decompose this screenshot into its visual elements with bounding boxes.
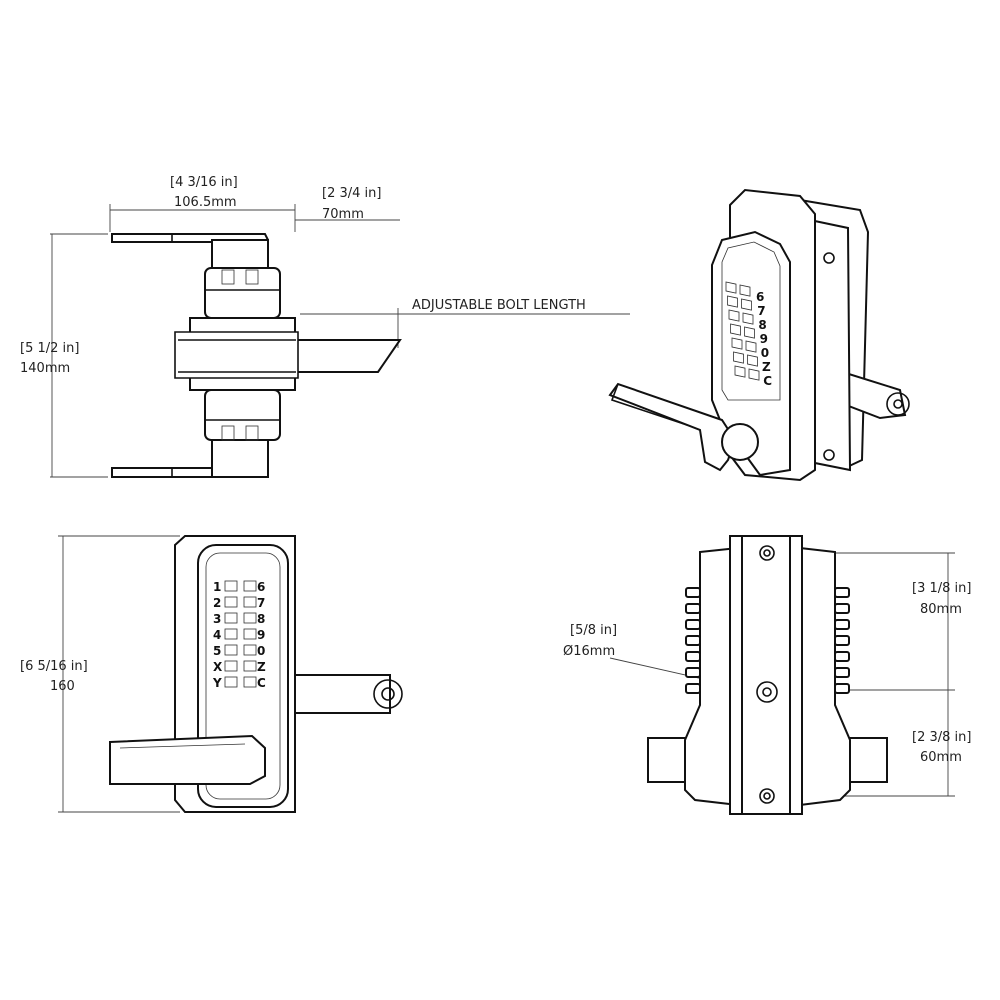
keypad-button (243, 644, 257, 656)
iso-keypad-button (728, 309, 740, 322)
height-top-inch-label: [5 1/2 in] (20, 341, 79, 356)
height-top-mm-label: 140mm (20, 361, 70, 376)
iso-keypad-button (734, 365, 746, 378)
keypad-label-right: 0 (257, 644, 265, 658)
keypad-label-right: C (257, 676, 266, 690)
front-keypad: 1 2 3 4 5XY 6 7 8 9 0ZC (212, 580, 266, 690)
iso-keypad-button (739, 284, 751, 297)
side-key-edge-right (834, 667, 850, 678)
keypad-button (243, 676, 257, 688)
width-inch-label: [4 3/16 in] (170, 175, 238, 190)
side-key-edge-left (685, 651, 701, 662)
keypad-label-left: 4 (213, 628, 221, 642)
iso-keypad-button (730, 323, 741, 336)
lower-mm-label: 60mm (920, 750, 962, 765)
width-mm-label: 106.5mm (174, 195, 237, 210)
keypad-button (243, 628, 257, 640)
iso-keypad-button (733, 351, 744, 364)
height-front-inch-label: [6 5/16 in] (20, 659, 88, 674)
side-key-edge-right (834, 651, 850, 662)
iso-keypad-label: C (763, 374, 772, 388)
iso-keypad-label: 8 (758, 318, 766, 332)
keypad-label-left: Y (212, 676, 222, 690)
side-key-edge-left (685, 667, 701, 678)
keypad-label-right: Z (257, 660, 266, 674)
upper-inch-label: [3 1/8 in] (912, 581, 971, 596)
iso-keypad-label: Z (762, 360, 771, 374)
keypad-label-left: X (213, 660, 223, 674)
keypad-button (224, 628, 238, 640)
keypad-button (243, 612, 257, 624)
keypad-button (224, 676, 238, 688)
keypad-label-right: 9 (257, 628, 265, 642)
keypad-button (243, 580, 257, 592)
iso-keypad-button (731, 337, 743, 350)
side-key-edge-left (685, 587, 701, 598)
height-front-mm-label: 160 (50, 679, 75, 694)
keypad-button (243, 660, 257, 672)
front-view: 1 2 3 4 5XY 6 7 8 9 0ZC (58, 535, 403, 813)
iso-keypad-label: 9 (760, 332, 768, 346)
side-view (609, 535, 955, 815)
keypad-button (224, 580, 238, 592)
iso-keypad-label: 0 (761, 346, 769, 360)
iso-keypad-button (747, 354, 758, 367)
side-keypad-edges (685, 587, 850, 694)
depth-mm-label: 70mm (322, 207, 364, 222)
keypad-button (224, 644, 238, 656)
side-key-edge-left (685, 619, 701, 630)
hole-mm-label: Ø16mm (563, 644, 615, 659)
iso-keypad-button (748, 368, 760, 381)
depth-inch-label: [2 3/4 in] (322, 186, 381, 201)
side-key-edge-left (685, 683, 701, 694)
keypad-label-left: 2 (213, 596, 221, 610)
iso-keypad-label: 7 (757, 304, 765, 318)
keypad-button (224, 596, 238, 608)
keypad-button (224, 660, 238, 672)
keypad-button (224, 612, 238, 624)
side-key-edge-right (834, 619, 850, 630)
iso-keypad-label: 6 (756, 290, 764, 304)
lower-inch-label: [2 3/8 in] (912, 730, 971, 745)
side-key-edge-right (834, 587, 850, 598)
side-key-edge-right (834, 635, 850, 646)
keypad-label-right: 7 (257, 596, 265, 610)
iso-keypad-button (742, 312, 754, 325)
keypad-label-left: 3 (213, 612, 221, 626)
keypad-label-right: 6 (257, 580, 265, 594)
iso-keypad-button (725, 281, 737, 294)
keypad-button (243, 596, 257, 608)
hole-inch-label: [5/8 in] (570, 623, 617, 638)
iso-keypad-button (727, 295, 738, 308)
side-key-edge-right (834, 603, 850, 614)
side-key-edge-left (685, 603, 701, 614)
keypad-label-right: 8 (257, 612, 265, 626)
top-view (50, 204, 630, 478)
side-key-edge-left (685, 635, 701, 646)
keypad-label-left: 1 (213, 580, 221, 594)
bolt-length-label: ADJUSTABLE BOLT LENGTH (412, 298, 586, 313)
iso-keypad-button (745, 340, 757, 353)
side-key-edge-right (834, 683, 850, 694)
upper-mm-label: 80mm (920, 602, 962, 617)
iso-keypad-button (744, 326, 755, 339)
iso-keypad-button (741, 298, 752, 311)
keypad-label-left: 5 (213, 644, 221, 658)
